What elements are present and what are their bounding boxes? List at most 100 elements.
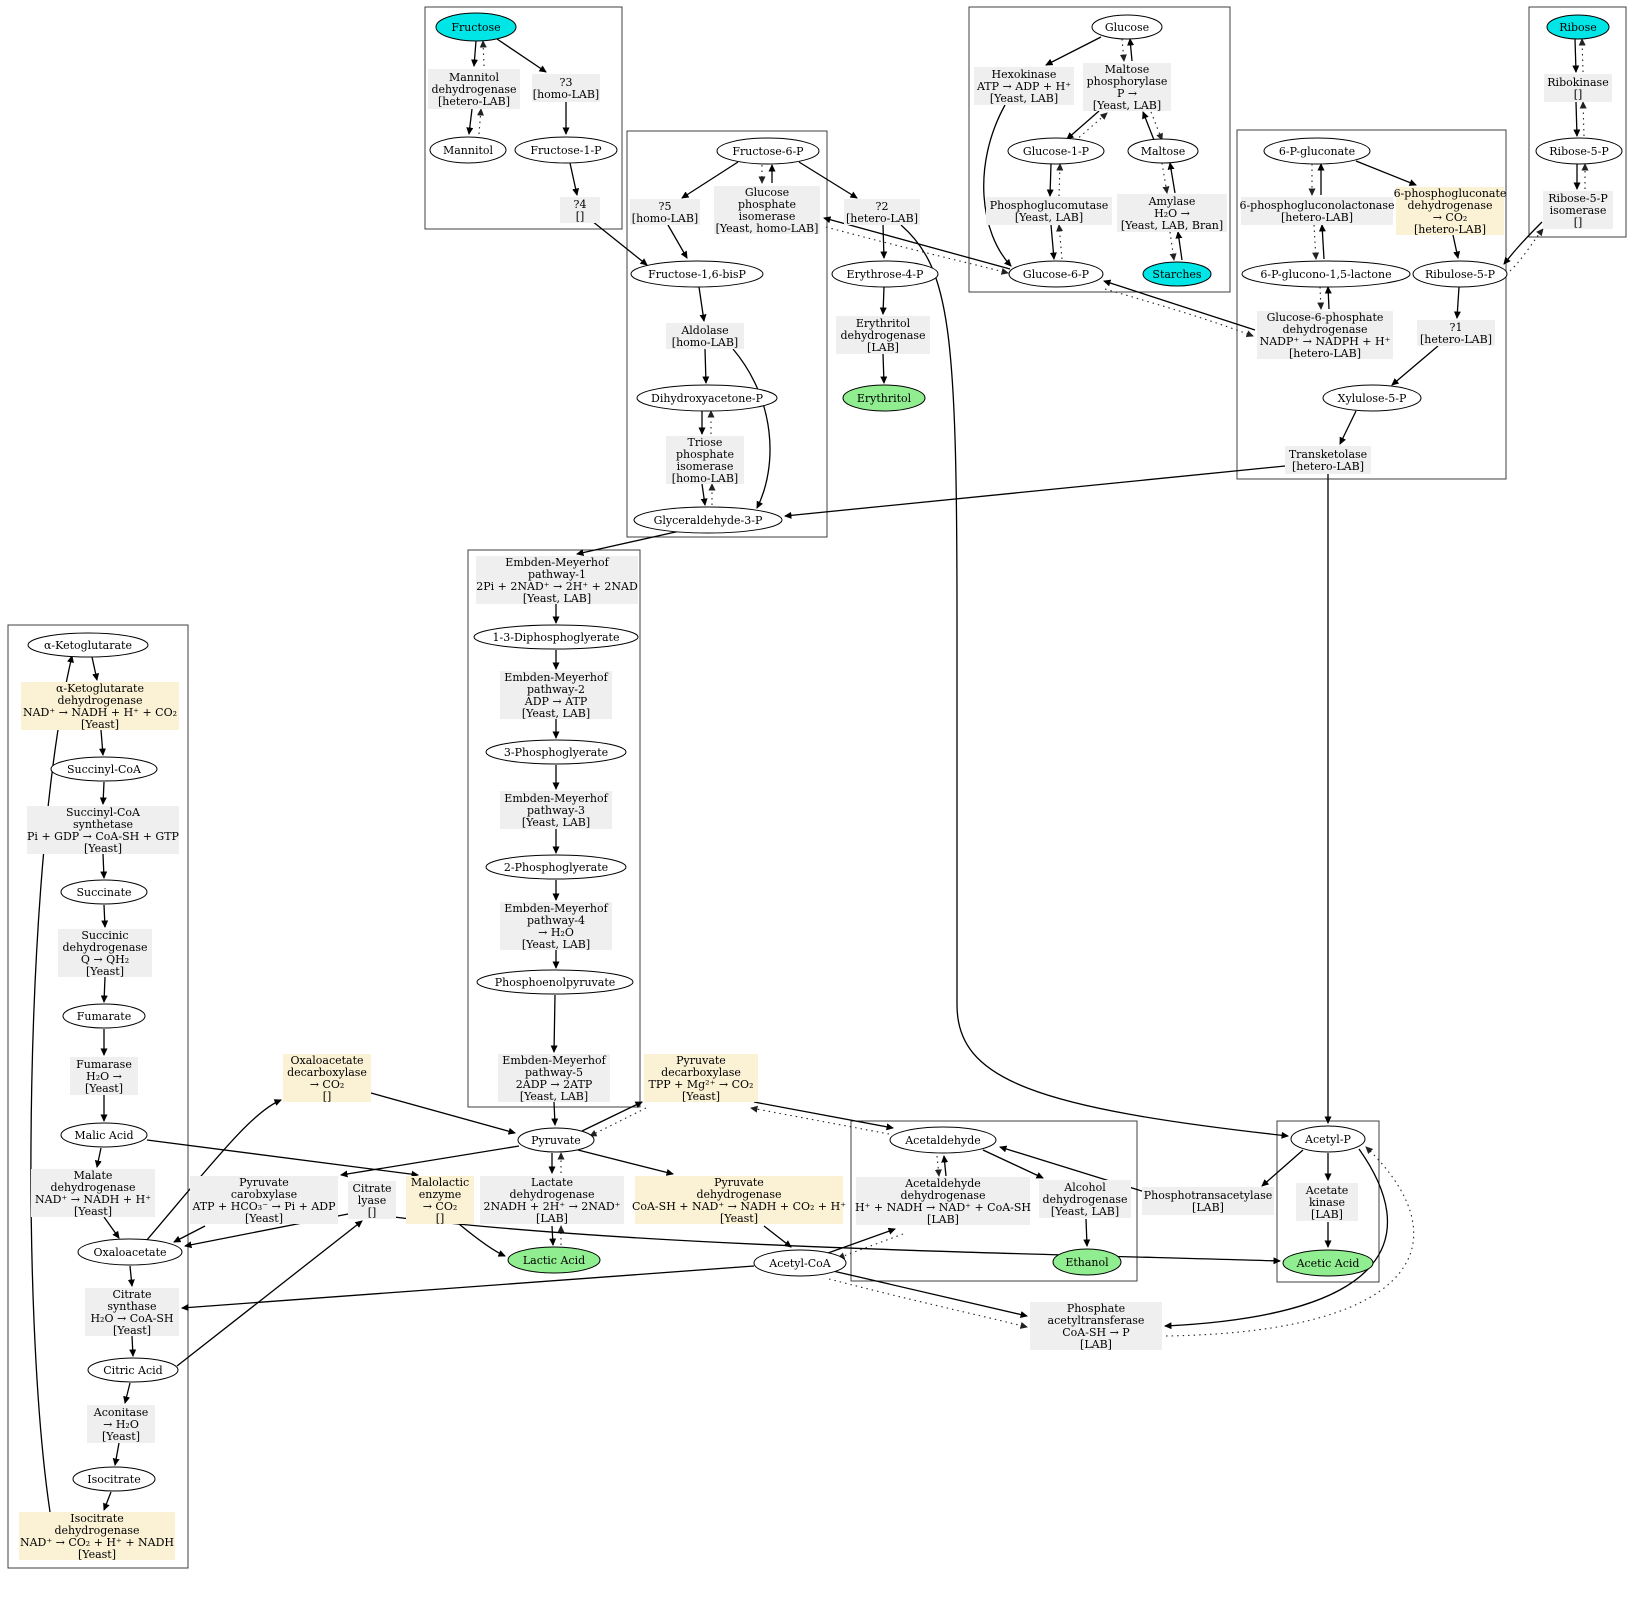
xylulose-5-p-label: Xylulose-5-P [1338,392,1407,405]
ethanol-shape [1052,1248,1122,1276]
q1-shape [1417,320,1495,346]
node-citric-acid: Citric Acid [87,1357,179,1383]
phosphotransacetylase-shape [1142,1187,1274,1215]
node-q5: ?5[homo-LAB] [630,199,700,225]
citrate-lyase-shape [348,1181,396,1219]
pyruvate-decarboxylase-shape [644,1054,758,1102]
ribulose-5-p-label: Ribulose-5-P [1425,268,1496,281]
node-aconitase: Aconitase→ H₂O[Yeast] [87,1405,155,1443]
edge-succinate-to-succinic-dh [101,904,109,928]
edge-mannitol-dh-to-fructose-return [479,40,487,67]
phosphoenolpyruvate-shape [476,969,634,995]
phosphoglucomutase-shape [986,197,1112,225]
edge-acetaldehyde-dh-to-acetyl-coa-return [837,1233,904,1260]
edge-malolactic-to-lactic-acid [458,1223,506,1257]
edge-succinic-dh-to-fumarate [100,976,108,1003]
edge-ribose-to-ribokinase [1572,38,1580,73]
edge-q1-to-x5p [1391,345,1439,386]
maltose-label: Maltose [1141,145,1186,158]
em-pathway-3-shape [500,791,612,829]
edge-g6pdh-to-lactone [1324,286,1332,310]
mannitol-shape [429,136,507,164]
6-p-gluconate-label: 6-P-gluconate [1279,145,1355,158]
edge-glucose-to-hexokinase [1045,36,1102,66]
fructose-1-p-label: Fructose-1-P [530,144,602,157]
edge-em5-to-pyruvate [551,1101,559,1126]
edge-pyruvate-carobxylase-to-oxaloacetate [173,1225,206,1243]
node-glucose-6-p: Glucose-6-P [1008,260,1104,288]
node-6-p-gluconate: 6-P-gluconate [1263,137,1371,165]
edge-malate-dh-to-oxaloacetate [103,1216,120,1239]
edge-oxaloacetate-to-oaa-decarboxylase [145,1099,282,1242]
q4-shape [560,197,600,223]
oxaloacetate-label: Oxaloacetate [93,1246,166,1259]
succinyl-coa-shape [50,756,158,782]
q4-label: ?4[] [574,198,587,223]
node-ribokinase: Ribokinase[] [1544,74,1612,102]
phosphoglucomutase-label: Phosphoglucomutase[Yeast, LAB] [990,199,1109,224]
lactic-acid-shape [507,1246,601,1274]
triose-phosphate-isomerase-shape [666,436,744,484]
edge-synthetase-to-succinate [100,853,108,879]
cluster-acetaldehyde [850,1120,1138,1282]
erythritol-dehydrogenase-shape [836,316,930,354]
ribose-label: Ribose [1559,21,1597,34]
q2-shape [844,199,920,225]
edge-maltose-to-amylase [1161,162,1170,194]
node-succinate: Succinate [60,879,148,905]
glucose-phosphate-isomerase-shape [714,186,820,234]
fructose-label: Fructose [451,21,500,34]
lactate-dehydrogenase-shape [480,1176,624,1224]
edge-akg-dh-to-succinyl-coa [98,729,106,756]
phosphotransacetylase-label: Phosphotransacetylase[LAB] [1144,1189,1273,1214]
node-pyruvate: Pyruvate [517,1127,595,1153]
node-alpha-ketoglutarate: α-Ketoglutarate [27,632,149,658]
glucose-6-p-shape [1008,260,1104,288]
edge-g6p-to-pgm-return [1056,224,1064,260]
citrate-synthase-shape [85,1288,179,1336]
edge-acetyl-coa-to-citrate-synthase [181,1265,755,1312]
edge-amylase-to-maltose [1167,162,1176,194]
node-q2: ?2[hetero-LAB] [844,199,920,225]
glyceraldehyde-3-p-shape [633,506,783,534]
node-13-diphosphoglyerate: 1-3-Diphosphoglyerate [473,624,639,650]
edge-erythritol-dh-to-erythritol [880,353,888,384]
edge-pyruvate-to-pyruvate-dh [577,1149,674,1176]
q2-label: ?2[hetero-LAB] [846,200,918,225]
alpha-ketoglutarate-shape [27,632,149,658]
node-erythrose-4-p: Erythrose-4-P [831,260,939,288]
edge-mannitol-to-mannitol-dh-return [476,108,484,135]
aldolase-shape [666,323,744,349]
node-fructose-16-bisp: Fructose-1,6-bisP [630,260,764,288]
glucose-shape [1091,14,1163,40]
edge-g6p-to-gpi [823,216,1011,270]
acetaldehyde-dehydrogenase-shape [856,1177,1030,1225]
node-transketolase: Transketolase[hetero-LAB] [1285,446,1371,474]
succinyl-coa-label: Succinyl-CoA [67,763,142,776]
node-dihydroxyacetone-p: Dihydroxyacetone-P [636,384,778,412]
glucose-6-p-label: Glucose-6-P [1023,268,1090,281]
edge-pyruvate-to-pyruvate-decarboxylase [581,1101,643,1132]
acetyl-p-shape [1290,1125,1366,1153]
malic-acid-label: Malic Acid [74,1129,133,1142]
em-pathway-1-shape [476,556,638,604]
edge-acetaldehyde-to-acetaldehyde-dh-return [934,1155,942,1177]
edge-pyruvate-to-pyruvate-carobxylase [340,1145,520,1178]
alpha-ketoglutarate-label: α-Ketoglutarate [44,639,132,652]
edge-transketolase-to-g3p [784,465,1286,519]
ribose-shape [1546,14,1610,40]
node-phosphotransacetylase: Phosphotransacetylase[LAB] [1142,1187,1274,1215]
